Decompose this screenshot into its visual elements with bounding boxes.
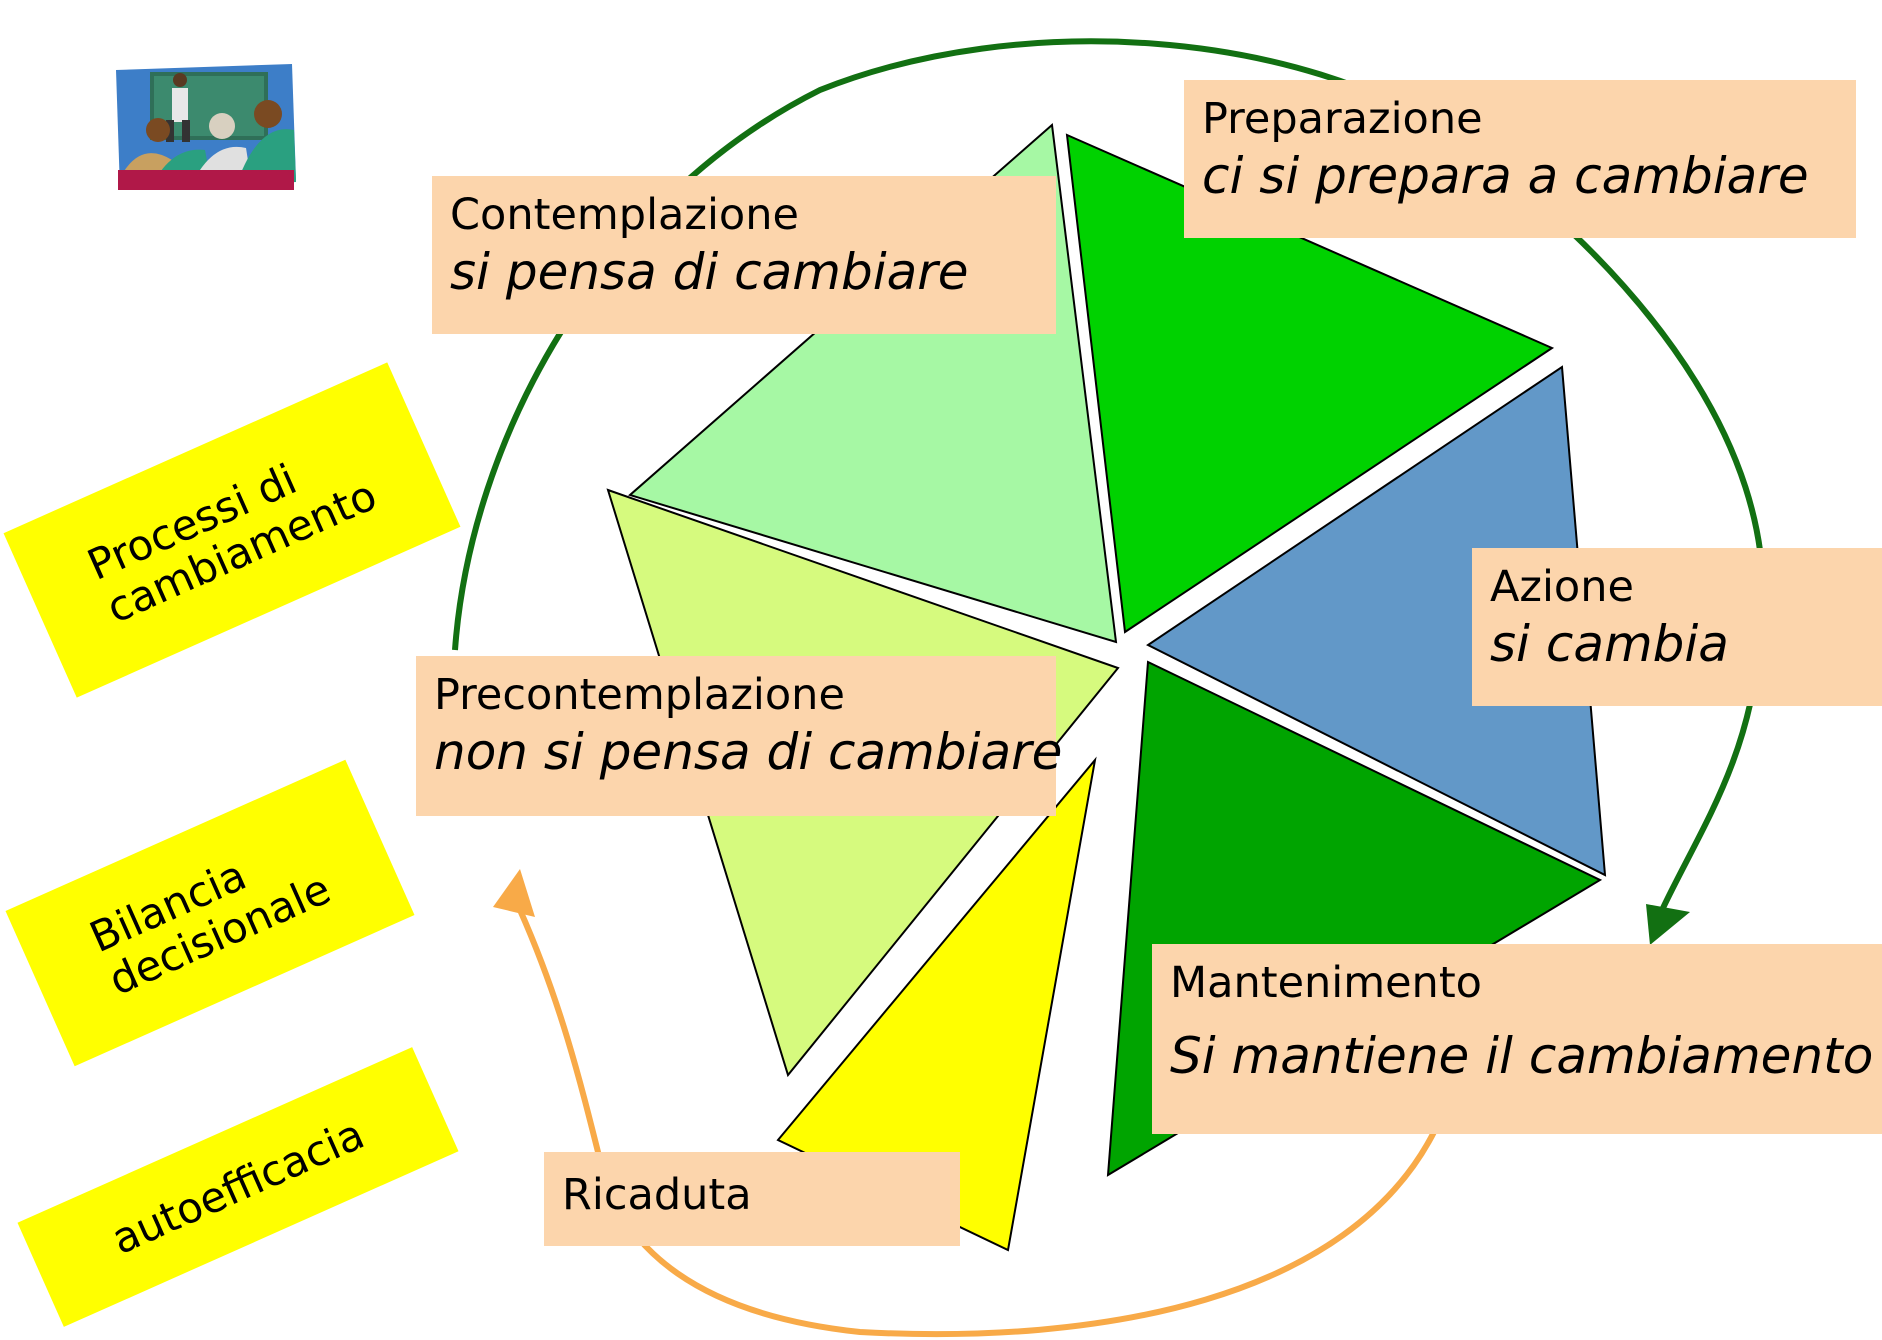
cycle-arrowhead xyxy=(1646,904,1690,945)
stage-label-azione: Azione si cambia xyxy=(1472,548,1882,706)
stage-name-azione: Azione xyxy=(1490,562,1634,612)
stage-name-precontemplazione: Precontemplazione xyxy=(434,670,845,720)
stage-name-ricaduta: Ricaduta xyxy=(562,1170,752,1220)
stage-desc-preparazione: ci si prepara a cambiare xyxy=(1202,146,1809,205)
stage-label-mantenimento: Mantenimento Si mantiene il cambiamento xyxy=(1152,944,1882,1134)
stage-desc-mantenimento: Si mantiene il cambiamento xyxy=(1170,1026,1874,1085)
segment-preparazione xyxy=(1065,133,1555,634)
relapse-arrow xyxy=(517,908,1438,1338)
stage-name-preparazione: Preparazione xyxy=(1202,94,1483,144)
stage-desc-precontemplazione: non si pensa di cambiare xyxy=(434,722,1063,781)
stage-desc-azione: si cambia xyxy=(1490,614,1729,673)
stage-desc-contemplazione: si pensa di cambiare xyxy=(450,242,969,301)
relapse-arrowhead xyxy=(493,869,535,917)
stage-label-ricaduta: Ricaduta xyxy=(544,1152,960,1246)
stage-label-contemplazione: Contemplazione si pensa di cambiare xyxy=(432,176,1056,334)
stage-label-precontemplazione: Precontemplazione non si pensa di cambia… xyxy=(416,656,1063,816)
stage-name-mantenimento: Mantenimento xyxy=(1170,958,1482,1008)
stage-label-preparazione: Preparazione ci si prepara a cambiare xyxy=(1184,80,1856,238)
classroom-presentation-icon xyxy=(116,64,296,190)
stage-name-contemplazione: Contemplazione xyxy=(450,190,799,240)
